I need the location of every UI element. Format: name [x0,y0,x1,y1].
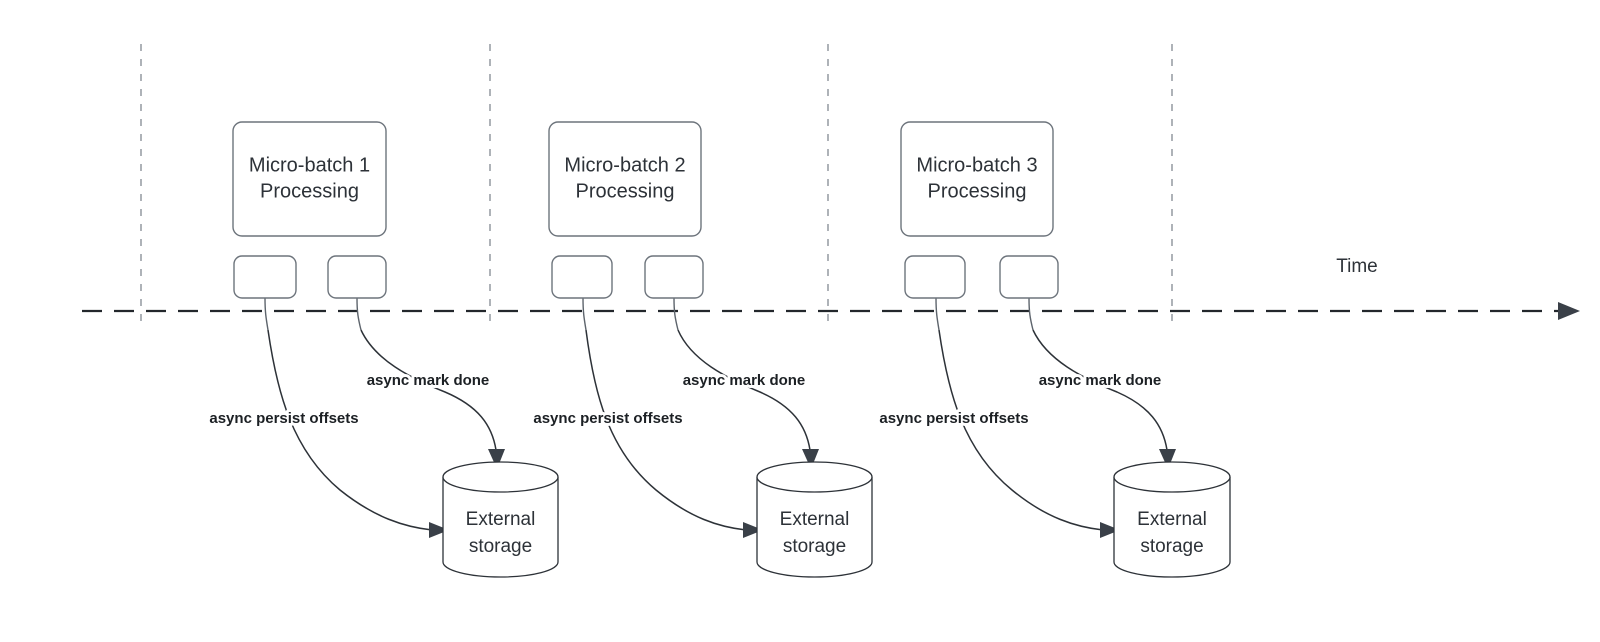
curve-persist-offsets-1 [267,329,433,531]
arrowhead-persist-offsets-1 [429,522,449,538]
curve-persist-offsets-2 [585,329,747,531]
arrowhead-mark-done-1 [488,449,505,469]
storage-cylinder-2-line1: External [780,509,850,530]
stem-persist-1 [264,297,269,331]
storage-cylinder-1-line1: External [466,509,536,530]
task-persist-3[interactable] [904,255,966,299]
arrowhead-persist-offsets-3 [1100,522,1120,538]
storage-cylinder-2-top [756,461,873,493]
curve-mark-done-2 [677,329,811,451]
storage-cylinder-3-line1: External [1137,509,1207,530]
edge-label-persist-offsets-3: async persist offsets [879,410,1028,427]
group-1: Micro-batch 1 Processing External storag… [206,121,559,578]
node-micro-batch-2-line2: Processing [576,180,675,202]
arrowhead-persist-offsets-2 [743,522,763,538]
task-persist-1[interactable] [233,255,297,299]
stem-persist-3 [935,297,940,331]
storage-cylinder-3-top [1113,461,1231,493]
node-micro-batch-1[interactable] [232,121,387,237]
storage-cylinder-1-body [442,477,559,578]
lifeline-group [140,44,1173,325]
arrowhead-mark-done-3 [1159,449,1176,469]
time-axis-arrowhead [1558,302,1580,320]
group-3: Micro-batch 3 Processing External storag… [876,121,1231,578]
storage-cylinder-2[interactable] [756,461,873,578]
task-mark-2[interactable] [644,255,704,299]
edge-label-persist-offsets-2: async persist offsets [533,410,682,427]
node-micro-batch-2-line1: Micro-batch 2 [564,154,685,176]
task-persist-2[interactable] [551,255,613,299]
storage-cylinder-1-top [442,461,559,493]
arrowhead-mark-done-2 [802,449,819,469]
edge-label-mark-done-3: async mark done [1039,372,1162,389]
edge-label-mark-done-1: async mark done [367,372,490,389]
node-micro-batch-1-line2: Processing [260,180,359,202]
curve-persist-offsets-3 [938,329,1104,531]
storage-cylinder-2-line2: storage [783,536,846,557]
time-axis-label: Time [1336,256,1378,277]
node-micro-batch-3-line2: Processing [928,180,1027,202]
node-micro-batch-3-line1: Micro-batch 3 [916,154,1037,176]
storage-cylinder-1-line2: storage [469,536,532,557]
storage-cylinder-3-line2: storage [1140,536,1203,557]
storage-cylinder-3-body [1113,477,1231,578]
node-micro-batch-2[interactable] [548,121,702,237]
task-mark-3[interactable] [999,255,1059,299]
curve-mark-done-1 [360,329,497,451]
stem-mark-2 [673,297,679,331]
stem-mark-1 [356,297,362,331]
storage-cylinder-1[interactable] [442,461,559,578]
edge-label-persist-offsets-1: async persist offsets [209,410,358,427]
storage-cylinder-2-body [756,477,873,578]
time-axis [82,302,1580,320]
group-2: Micro-batch 2 Processing External storag… [530,121,873,578]
edge-label-mark-done-2: async mark done [683,372,806,389]
storage-cylinder-3[interactable] [1113,461,1231,578]
task-mark-1[interactable] [327,255,387,299]
curve-mark-done-3 [1032,329,1168,451]
node-micro-batch-3[interactable] [900,121,1054,237]
stem-persist-2 [582,297,587,331]
node-micro-batch-1-line1: Micro-batch 1 [249,154,370,176]
stem-mark-3 [1028,297,1034,331]
